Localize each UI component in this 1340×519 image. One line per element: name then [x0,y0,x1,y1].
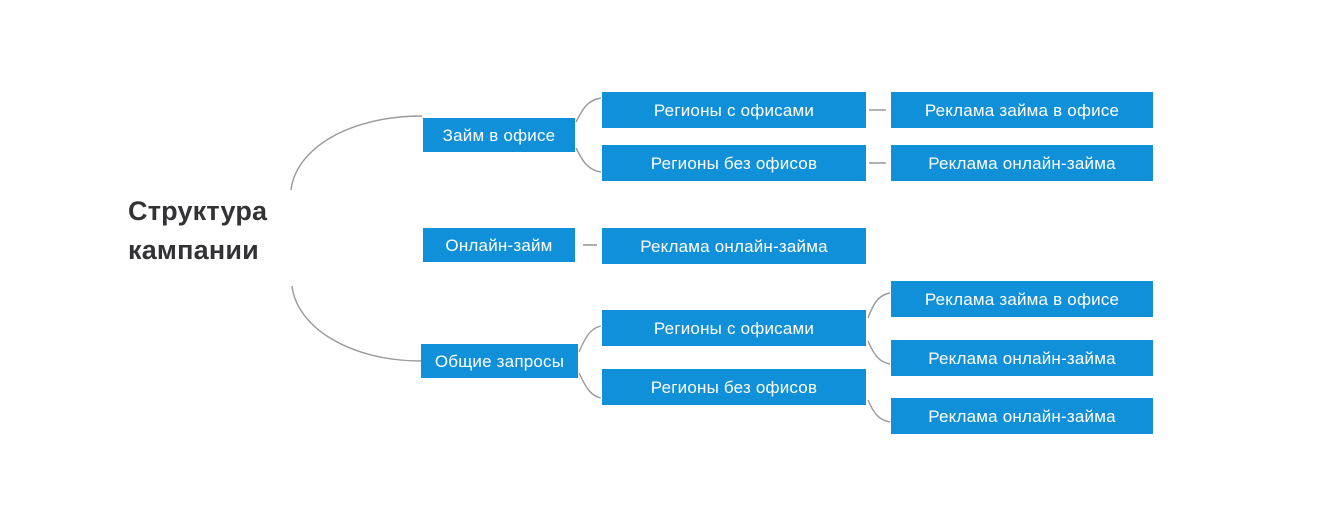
connector-root-to-branch3 [291,285,422,362]
node-reklama-zaima-v-ofise-1[interactable]: Реклама займа в офисе [891,92,1153,128]
page-title-line-2: кампании [128,235,259,266]
connector-b3l1-to-b3l2a [578,325,602,353]
node-reklama-onlain-zaima-2[interactable]: Реклама онлайн-займа [602,228,866,264]
node-reklama-onlain-zaima-3[interactable]: Реклама онлайн-займа [891,340,1153,376]
connector-b3l2a-to-b3l3b [867,340,891,365]
connector-b3l2b-to-b3l3c [867,399,891,423]
node-regiony-s-ofisami-2[interactable]: Регионы с офисами [602,310,866,346]
node-regiony-bez-ofisov-1[interactable]: Регионы без офисов [602,145,866,181]
node-reklama-onlain-zaima-1[interactable]: Реклама онлайн-займа [891,145,1153,181]
connector-b1l1-to-b1l2b [575,147,602,173]
page-title-line-1: Структура [128,196,268,226]
node-onlain-zaim[interactable]: Онлайн-займ [423,228,575,262]
connector-b3l2a-to-b3l3a [867,292,891,319]
node-regiony-bez-ofisov-2[interactable]: Регионы без офисов [602,369,866,405]
node-reklama-onlain-zaima-4[interactable]: Реклама онлайн-займа [891,398,1153,434]
node-reklama-zaima-v-ofise-2[interactable]: Реклама займа в офисе [891,281,1153,317]
node-regiony-s-ofisami-1[interactable]: Регионы с офисами [602,92,866,128]
connector-b1l1-to-b1l2a [575,97,602,123]
connector-b3l1-to-b3l2b [578,372,602,399]
node-zaim-v-ofise[interactable]: Займ в офисе [423,118,575,152]
connector-root-to-branch1 [290,115,423,191]
node-obshchie-zaprosy[interactable]: Общие запросы [421,344,578,378]
page-title: Структура кампании [128,192,338,270]
